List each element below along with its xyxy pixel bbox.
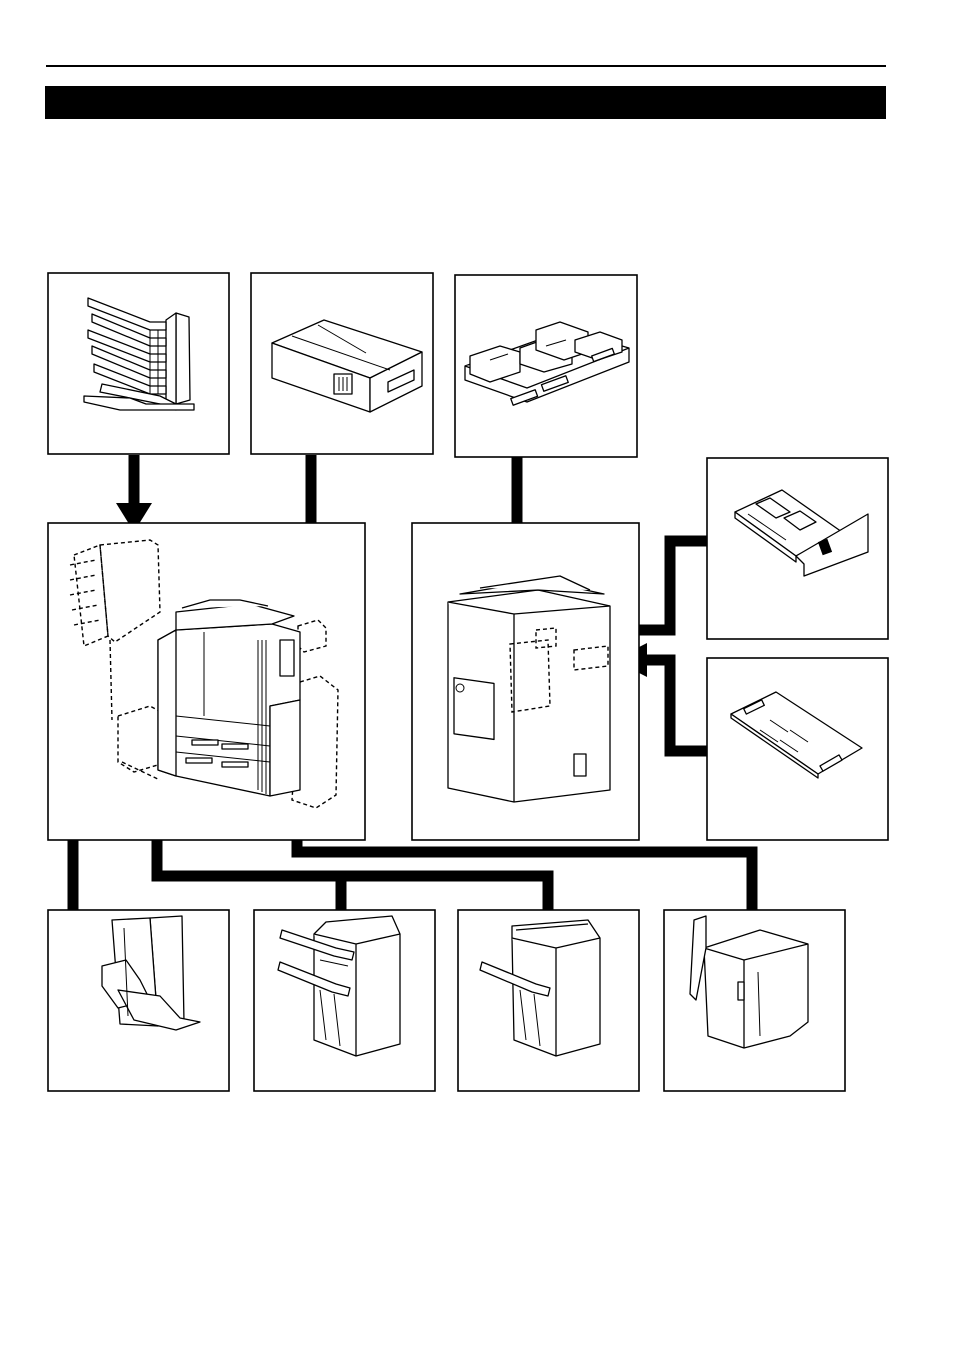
copier-rear-view-icon (447, 575, 611, 803)
header-rule (46, 65, 886, 67)
connector-memory-board (645, 654, 707, 757)
expansion-board-icon (730, 691, 863, 779)
panel-sorter (47, 272, 230, 455)
copier-with-options-icon (69, 539, 339, 809)
finisher-with-punch-icon (479, 919, 601, 1057)
large-capacity-side-feeder-icon (689, 915, 809, 1049)
printer-board-kit-icon (464, 321, 630, 406)
finisher-icon (277, 915, 401, 1057)
key-counter-icon (271, 319, 423, 413)
section-title-bar (45, 86, 886, 119)
multi-tray-sorter-icon (83, 297, 195, 411)
connector-side-feeder (291, 830, 758, 910)
document-finisher-icon (101, 915, 201, 1031)
network-interface-card-icon (734, 489, 869, 577)
arrowhead-sorter (116, 503, 152, 532)
